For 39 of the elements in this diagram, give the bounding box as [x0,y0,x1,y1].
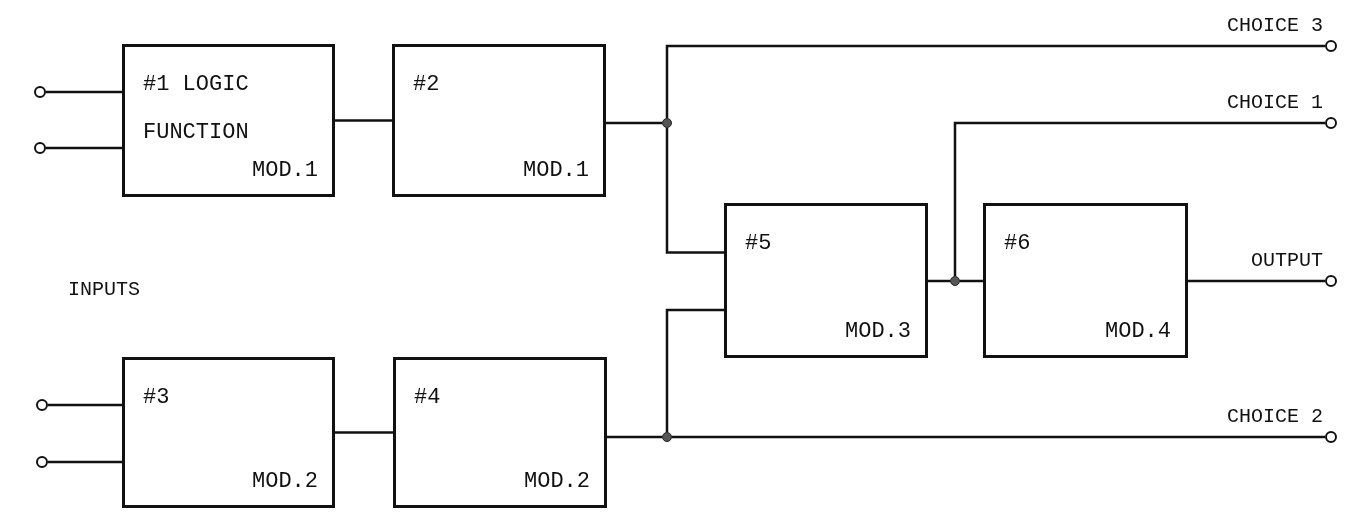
module-title: #1 LOGIC FUNCTION [143,71,250,147]
connector-line [607,435,662,439]
module-title: #2 [413,71,441,99]
terminal-label: CHOICE 3 [1227,16,1323,36]
inputs-label: INPUTS [68,280,140,300]
module-label: MOD.2 [524,471,590,493]
terminal-label: OUTPUT [1251,251,1323,271]
terminal-label: CHOICE 2 [1227,407,1323,427]
terminal-label: CHOICE 1 [1227,93,1323,113]
connector-line [48,403,122,407]
connector-line [672,435,1325,439]
connector-line [48,460,122,464]
connector-line [335,431,393,434]
module-label: MOD.4 [1105,321,1171,343]
connector-line [928,279,950,283]
module-title: #5 [745,230,773,258]
connector-line [606,121,662,125]
module-title: #6 [1004,230,1032,258]
module-box [724,203,928,358]
connector-line [665,308,724,432]
connector-line [953,121,1325,276]
module-label: MOD.2 [252,471,318,493]
module-title: #3 [143,384,171,412]
module-title: #4 [414,384,442,412]
module-label: MOD.3 [845,321,911,343]
module-box [122,44,335,197]
connector-line [46,146,122,150]
connector-line [665,128,724,254]
module-label: MOD.1 [252,160,318,182]
connector-line [1188,279,1325,283]
module-label: MOD.1 [523,160,589,182]
connector-line [46,90,122,94]
module-box [392,44,606,197]
connector-line [665,44,1325,118]
module-box [122,357,335,508]
module-box [393,357,607,508]
connector-line [960,279,983,283]
connector-line [335,119,392,122]
module-box [983,203,1188,358]
